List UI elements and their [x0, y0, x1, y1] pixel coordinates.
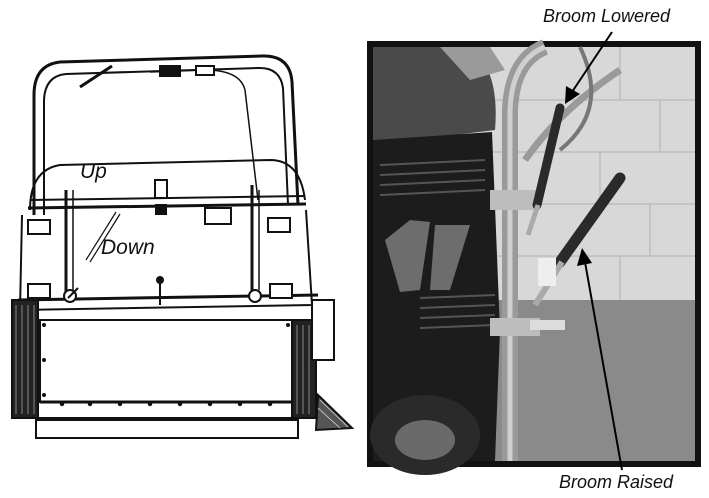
- broom-lowered-arrow: [565, 31, 613, 104]
- broom-raised-arrow: [577, 248, 623, 471]
- broom-lowered-label: Broom Lowered: [543, 6, 671, 26]
- broom-raised-label: Broom Raised: [559, 472, 674, 492]
- up-label: Up: [80, 160, 107, 183]
- down-label: Down: [101, 236, 155, 259]
- broom-lever-photo: [367, 39, 701, 475]
- sweeper-line-drawing: [11, 54, 355, 439]
